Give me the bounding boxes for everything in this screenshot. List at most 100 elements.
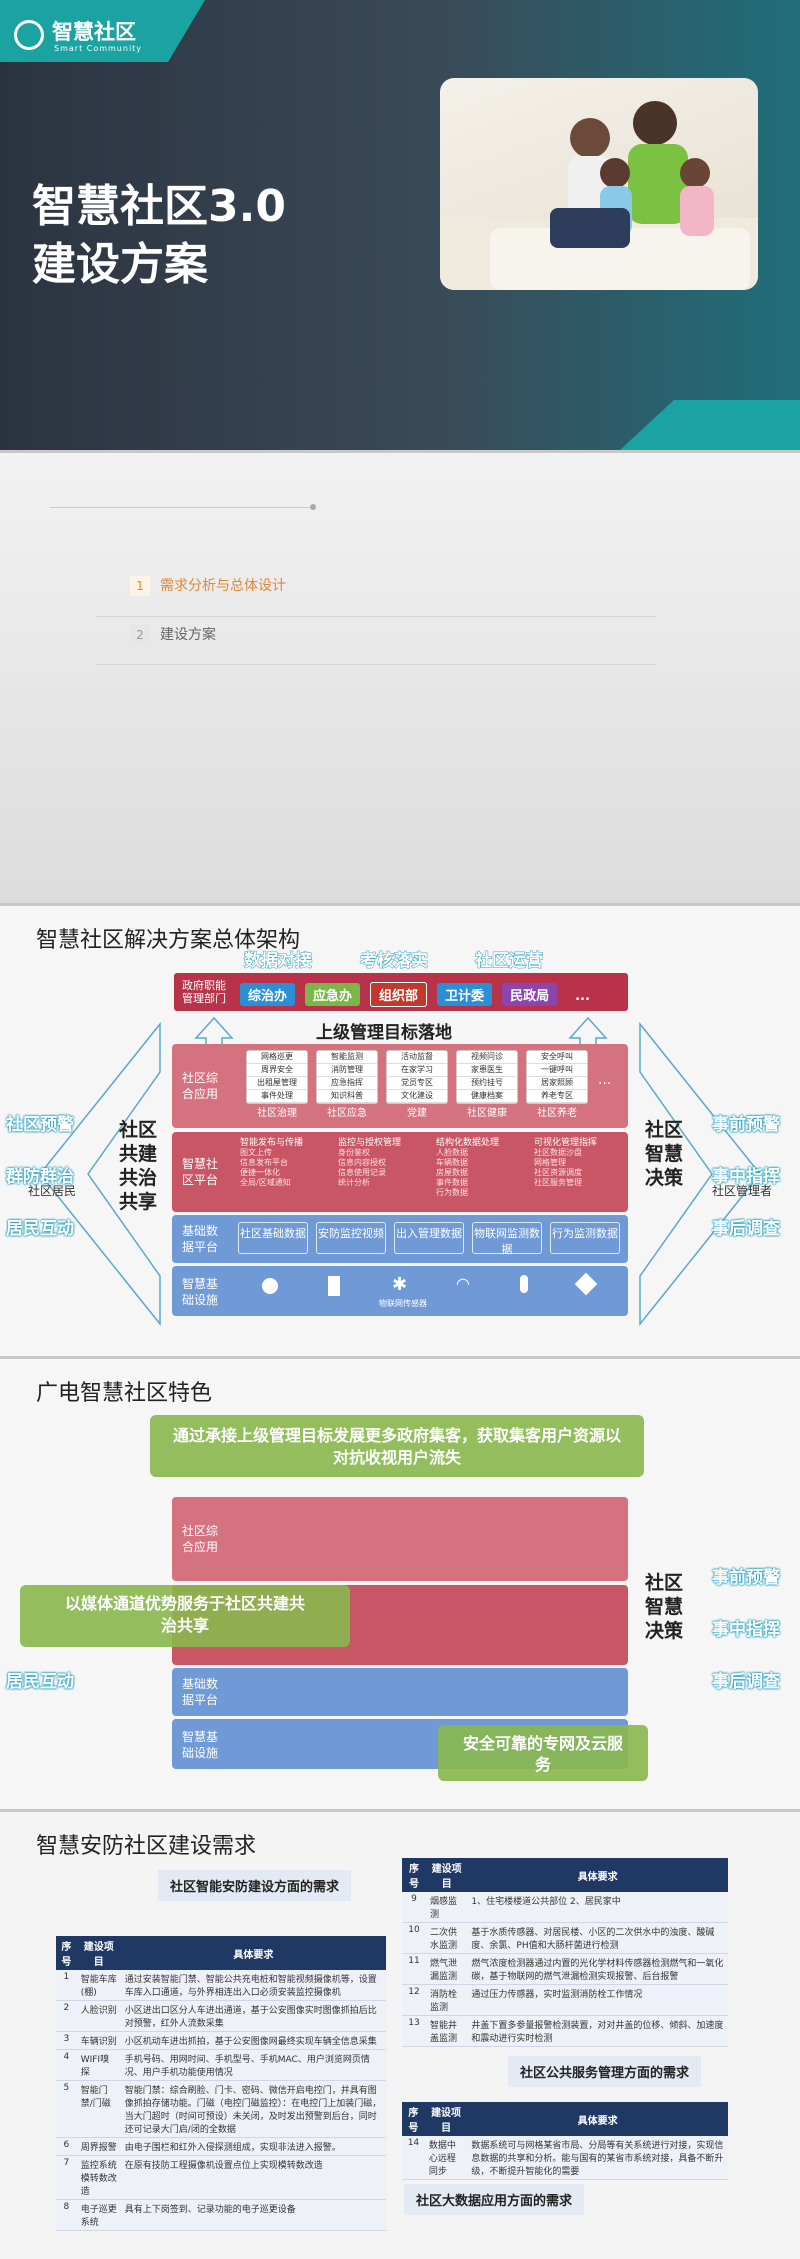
card-text: 行为数据 [436,1188,468,1197]
pill-yingjiban[interactable]: 应急办 [305,983,361,1006]
card-text: 事件处理 [247,1090,307,1103]
more-indicator: ··· [598,1076,612,1092]
table-cell: 二次供水监测 [425,1922,468,1954]
data-box[interactable]: 物联网监测数据 [472,1222,542,1256]
left-side-title: 社区共建共治共享 [118,1119,157,1213]
features-slide: 广电智慧社区特色 社区综合应用 基础数据平台 智慧基础设施 社区智慧决策 事前预… [0,1359,800,1809]
section-header: 社区公共服务管理方面的需求 [508,2056,702,2087]
table-cell: 9 [402,1892,426,1923]
pill-zuzhibu[interactable]: 组织部 [370,982,428,1007]
family-photo [440,78,758,290]
table-cell: 通过安装智能门禁、智能公共充电桩和智能视频摄像机等，设置车库入口通道，与外界相连… [120,1970,386,2001]
camera-icon [262,1278,278,1294]
table-cell: 智能门禁/门磁 [76,2080,121,2138]
wifi-icon: ◠ [456,1274,470,1293]
platform-card[interactable]: 智能发布与传播图文上传信息发布平台便捷一体化全局/区域通知 [240,1138,328,1188]
table-header-cell: 建设项目 [425,1858,468,1892]
platform-card[interactable]: 结构化数据处理人脸数据车辆数据房屋数据事件数据行为数据 [436,1138,524,1198]
table-cell: 1 [56,1970,77,2001]
corner-accent [620,400,800,450]
card-text: 智能发布与传播 [240,1138,304,1148]
table-cell: 1、住宅楼楼道公共部位 2、居民家中 [467,1892,728,1923]
table-cell: 人脸识别 [76,2000,121,2032]
right-side-title: 社区智慧决策 [644,1572,683,1642]
data-box[interactable]: 出入管理数据 [394,1222,464,1254]
pill-minzhengju[interactable]: 民政局 [502,983,558,1006]
top-label: 社区运营 [475,951,544,972]
card-text: 事件数据 [436,1178,468,1187]
card-text: 出租屋管理 [247,1077,307,1090]
table-cell: 14 [402,2136,425,2180]
right-item: 事中指挥 [712,1167,780,1187]
table-row: 序号建设项目具体要求 [402,2102,728,2136]
table-header-cell: 建设项目 [76,1936,121,1970]
card-text: 信息发布平台 [240,1158,288,1167]
pill-more[interactable]: ... [575,989,590,1004]
table-cell: 手机号码、用网时间、手机型号、手机MAC、用户浏览网页情况、用户手机功能使用情况 [120,2049,386,2081]
card-text: 社区资源调度 [534,1168,582,1177]
table-cell: 智能门禁：综合刷脸、门卡、密码、微信开启电控门，并具有图像抓拍存储功能。门磁（电… [120,2080,386,2138]
divider-dot [310,504,316,510]
table-cell: 燃气浓度检测器通过内置的光化学材料传感器检测燃气和一氧化碳，基于物联网的燃气泄漏… [467,1953,728,1985]
table-header-cell: 建设项目 [424,2102,468,2136]
card-text: 党员专区 [387,1077,447,1090]
app-card[interactable]: 视频问诊家患医生预约挂号健康档案社区健康 [456,1050,518,1119]
table-row: 序号建设项目具体要求 [56,1936,386,1970]
card-text: 社区数据沙盘 [534,1148,582,1157]
data-box[interactable]: 行为监测数据 [550,1222,620,1254]
data-box[interactable]: 安防监控视频 [316,1222,386,1254]
iot-label: 物联网传感器 [379,1299,427,1308]
app-card[interactable]: 网格巡更周界安全出租屋管理事件处理社区治理 [246,1050,308,1119]
table-cell: 10 [402,1922,426,1954]
pill-zongzhiban[interactable]: 综治办 [240,983,296,1006]
slide-title: 智慧安防社区建设需求 [36,1834,257,1859]
table-cell: 周界报警 [76,2137,121,2156]
table-cell: 电子巡更系统 [76,2199,121,2231]
card-text: 应急指挥 [317,1077,377,1090]
cover-slide: 智慧社区 Smart Community 智慧社区3.0 建设方案 [0,0,800,450]
table-header-cell: 具体要求 [467,1858,728,1892]
card-text: 便捷一体化 [240,1168,280,1177]
gov-label: 政府职能管理部门 [182,979,226,1005]
table-cell: 数据中心远程同步 [424,2136,468,2180]
table-header-cell: 具体要求 [120,1936,386,1970]
gov-pills: 综治办应急办组织部卫计委民政局... [240,982,608,1007]
table-cell: WIFI嗅探 [76,2049,121,2081]
table-cell: 13 [402,2015,426,2047]
app-card[interactable]: 智能监测消防管理应急指挥知识科普社区应急 [316,1050,378,1119]
table-cell: 7 [56,2155,77,2200]
card-text: 文化建设 [387,1090,447,1103]
platform-card[interactable]: 监控与授权管理身份鉴权信息内容授权信息使用记录统计分析 [338,1138,426,1188]
card-text: 网格巡更 [247,1051,307,1064]
card-text: 社区治理 [257,1108,297,1119]
card-text: 消防管理 [317,1064,377,1077]
slide-title: 广电智慧社区特色 [36,1381,213,1406]
app-card[interactable]: 安全呼叫一键呼叫居家照顾养老专区社区养老 [526,1050,588,1119]
card-text: 可视化管理指挥 [534,1138,598,1148]
overlay-callout-2: 以媒体通道优势服务于社区共建共治共享 [20,1585,350,1647]
pill-weijiwei[interactable]: 卫计委 [437,983,493,1006]
logo-name: 智慧社区 [52,20,136,44]
table-cell: 监控系统模转数改造 [76,2155,121,2200]
row-label: 智慧社区平台 [181,1157,218,1187]
table-cell: 5 [56,2080,77,2138]
app-card[interactable]: 活动监督在家学习党员专区文化建设党建 [386,1050,448,1119]
right-side-title: 社区智慧决策 [644,1119,683,1189]
data-box[interactable]: 社区基础数据 [238,1222,308,1254]
platform-card[interactable]: 可视化管理指挥社区数据沙盘网格管理社区资源调度社区服务管理 [534,1138,622,1188]
table-cell: 烟感监测 [425,1892,468,1923]
card-text: 社区服务管理 [534,1178,582,1187]
table-header-cell: 序号 [402,1858,426,1892]
table-cell: 具有上下岗签到、记录功能的电子巡更设备 [120,2199,386,2231]
